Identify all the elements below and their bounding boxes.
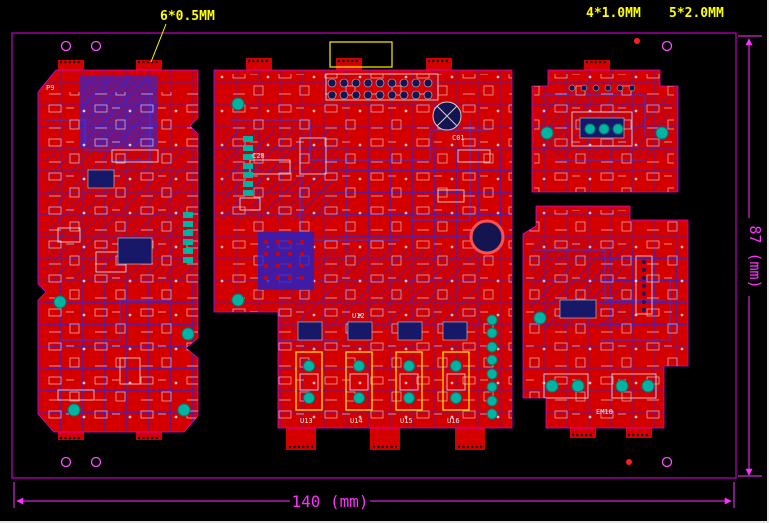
- capacitor-footprint: [469, 219, 505, 255]
- dim-height: [738, 35, 762, 477]
- tab-note-label[interactable]: 6*0.5MM: [160, 9, 215, 24]
- board-top-right-artwork: [532, 70, 678, 192]
- hole-note-large-label[interactable]: 5*2.0MM: [669, 6, 724, 21]
- silkscreen-label: U13: [300, 417, 313, 425]
- silkscreen-label: P9: [46, 84, 54, 92]
- tooling-holes-1mm: [626, 38, 640, 465]
- mounting-pads: [533, 311, 655, 393]
- silkscreen-label: U15: [400, 417, 413, 425]
- tab-note-leader-line: [150, 23, 167, 63]
- window-border-right: [767, 0, 769, 523]
- dim-width: [13, 482, 735, 508]
- mouse-bite-holes: [60, 59, 650, 449]
- board-bottom-right-artwork: EM10: [523, 206, 688, 428]
- tooling-holes-2mm: [60, 40, 673, 468]
- mounting-pads: [231, 97, 498, 420]
- silkscreen-label: C28: [252, 152, 265, 160]
- silkscreen-label: C01: [452, 134, 465, 142]
- dim-height-label[interactable]: 87 (mm): [746, 225, 764, 288]
- mounting-pads: [540, 123, 669, 140]
- board-left-artwork: P9: [38, 70, 198, 432]
- window-border-bottom: [0, 521, 769, 523]
- silkscreen-label: U16: [447, 417, 460, 425]
- mounting-pads: [53, 295, 195, 417]
- header-pads: [568, 84, 636, 92]
- crystal-footprint: [432, 101, 462, 131]
- header-pads: [327, 78, 433, 100]
- silkscreen-label: EM10: [596, 408, 613, 416]
- hole-note-small-label[interactable]: 4*1.0MM: [586, 6, 641, 21]
- dim-width-label[interactable]: 140 (mm): [291, 492, 368, 511]
- panel-outline: [11, 32, 737, 479]
- highlight-boxes: [295, 41, 470, 411]
- connector-pads: [183, 212, 193, 263]
- silkscreen-label: U12: [352, 312, 365, 320]
- connector-pads: [243, 136, 253, 196]
- silkscreen-label: U14: [350, 417, 363, 425]
